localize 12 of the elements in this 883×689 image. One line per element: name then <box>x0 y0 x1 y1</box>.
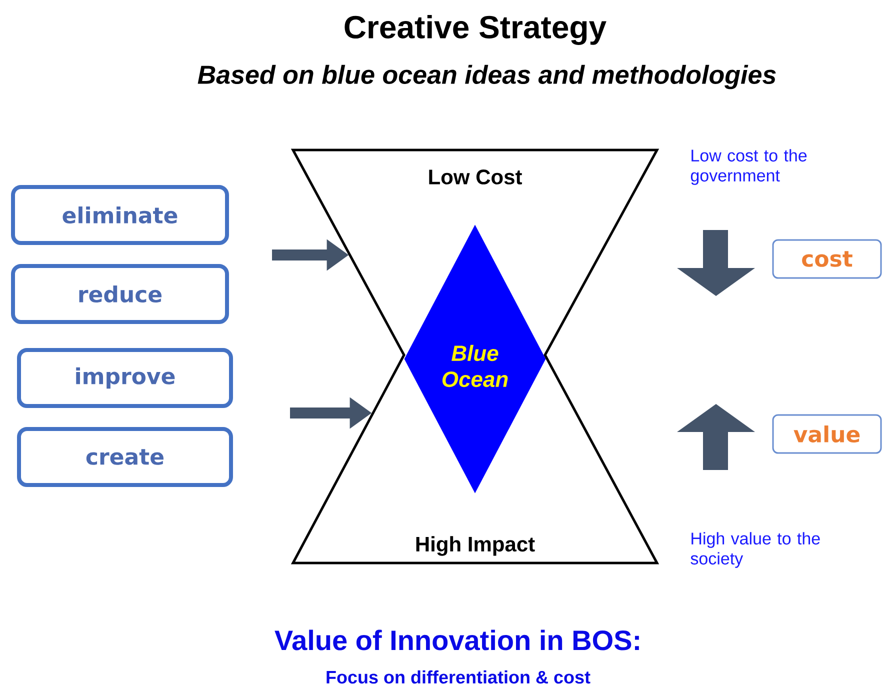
word-box: reduce <box>11 264 229 324</box>
note: High value to the society <box>690 532 820 568</box>
word-box: cost <box>772 239 882 279</box>
word-box: eliminate <box>11 185 229 245</box>
word-box: improve <box>17 348 233 408</box>
word-box: create <box>17 427 233 487</box>
caption: Focus on differentiation & cost <box>326 670 590 684</box>
word-box: value <box>772 414 882 454</box>
title: Creative Strategy <box>344 15 606 45</box>
subtitle: Based on blue ocean ideas and methodologies <box>198 64 776 90</box>
note: Low cost to the government <box>690 149 807 185</box>
caption: Value of Innovation in BOS: <box>274 630 639 650</box>
